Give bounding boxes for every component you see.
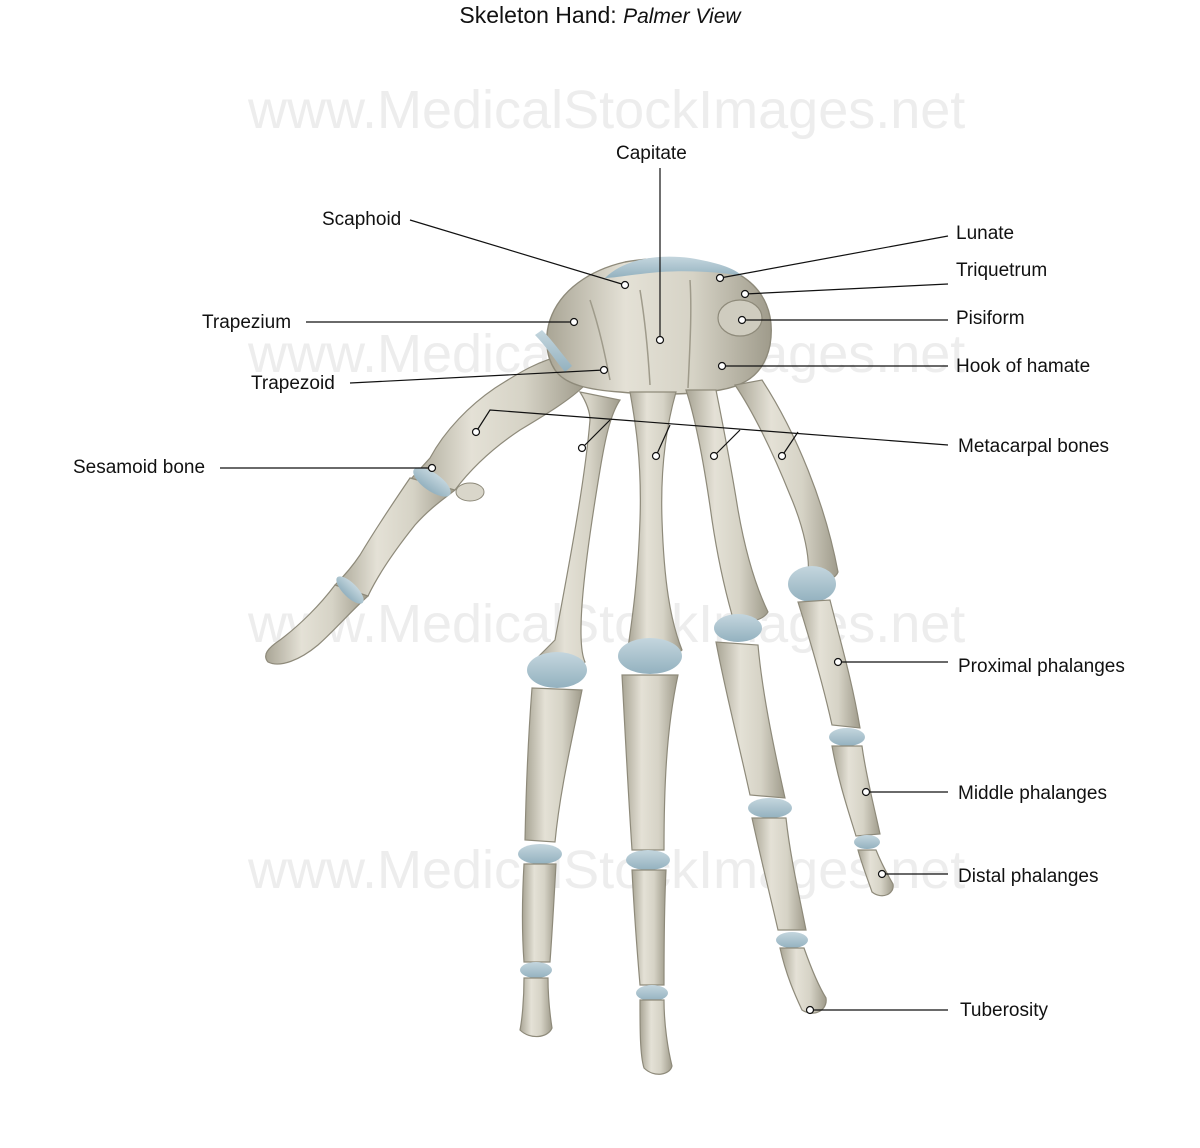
- pip-cartilage: [518, 728, 865, 870]
- carpal-bones: [535, 256, 772, 395]
- dot-metacarpal-little: [777, 451, 787, 461]
- leader-metacarpal-little: [781, 431, 799, 457]
- leader-metacarpal-index: [581, 419, 611, 449]
- cartilage-dip-little: [854, 835, 880, 849]
- dot-trapezium: [569, 317, 579, 327]
- leader-lines: [220, 168, 949, 1011]
- proximal-phalanx-index: [524, 687, 583, 843]
- leader-lunate: [719, 235, 949, 279]
- thumb-bones: [265, 354, 586, 665]
- leader-metacarpal-ring: [713, 429, 741, 457]
- proximal-phalanx-shapes: [524, 599, 861, 851]
- distal-phalanx-little: [857, 849, 894, 897]
- middle-phalanx-shapes: [521, 745, 881, 986]
- trapezium-cartilage: [535, 330, 572, 372]
- leader-scaphoid: [409, 219, 626, 286]
- title-main: Skeleton Hand:: [459, 2, 617, 28]
- middle-phalanx-middle: [631, 869, 667, 986]
- watermark-group: www.MedicalStockImages.net www.MedicalSt…: [247, 80, 965, 900]
- watermark-4: www.MedicalStockImages.net: [247, 840, 965, 900]
- cartilage-dip-middle: [636, 985, 668, 1001]
- metacarpal-shapes: [533, 379, 839, 668]
- metacarpal-little: [733, 379, 839, 582]
- dot-distal-phalanges: [877, 869, 887, 879]
- metacarpal-ring: [685, 389, 769, 622]
- leader-triquetrum: [744, 283, 949, 295]
- cartilage-mcp-middle: [618, 638, 682, 674]
- label-proximal-phalanges: Proximal phalanges: [958, 656, 1125, 677]
- carpal-seam-2: [687, 279, 692, 389]
- label-trapezoid: Trapezoid: [251, 373, 335, 394]
- title-sub: Palmer View: [623, 5, 741, 28]
- leader-metacarpal-bones: [475, 409, 949, 446]
- thumb-cartilage-mcp: [413, 467, 451, 497]
- thumb-proximal-phalanx: [334, 477, 457, 600]
- distal-phalanx-shapes: [519, 849, 894, 1075]
- label-lunate: Lunate: [956, 223, 1015, 244]
- carpal-cluster: [546, 257, 772, 395]
- dip-cartilage: [520, 835, 880, 1001]
- watermark-1: www.MedicalStockImages.net: [247, 80, 965, 140]
- distal-phalanx-middle: [639, 999, 673, 1075]
- sesamoid-bone-shape: [455, 482, 485, 502]
- proximal-phalanx-little: [797, 599, 861, 729]
- middle-phalanx-little: [831, 745, 881, 837]
- cartilage-dip-ring: [776, 932, 808, 948]
- dot-sesamoid-bone: [427, 463, 437, 473]
- label-hook-of-hamate: Hook of hamate: [956, 356, 1091, 377]
- cartilage-pip-little: [829, 728, 865, 746]
- label-metacarpal-bones: Metacarpal bones: [958, 436, 1110, 457]
- cartilage-mcp-index: [527, 652, 587, 688]
- thumb-distal-phalanx: [265, 584, 370, 665]
- dot-metacarpal-ring: [709, 451, 719, 461]
- dot-tuberosity: [805, 1005, 815, 1015]
- carpal-cartilage-top: [605, 256, 742, 278]
- dot-trapezoid: [599, 365, 609, 375]
- middle-phalanx-ring: [751, 817, 807, 931]
- dot-metacarpal-thumb: [471, 427, 481, 437]
- proximal-phalanx-ring: [715, 641, 786, 799]
- leader-metacarpal-middle: [655, 424, 671, 457]
- cartilage-pip-ring: [748, 798, 792, 818]
- carpal-seam-1: [639, 289, 651, 386]
- dot-middle-phalanges: [861, 787, 871, 797]
- cartilage-pip-middle: [626, 850, 670, 870]
- dot-pisiform: [737, 315, 747, 325]
- distal-phalanx-index: [519, 977, 553, 1038]
- distal-phalanx-ring: [779, 947, 827, 1014]
- label-triquetrum: Triquetrum: [956, 260, 1048, 281]
- dot-hook-of-hamate: [717, 361, 727, 371]
- dot-metacarpal-middle: [651, 451, 661, 461]
- label-pisiform: Pisiform: [956, 308, 1025, 329]
- dot-triquetrum: [740, 289, 750, 299]
- cartilage-dip-index: [520, 962, 552, 978]
- dot-proximal-phalanges: [833, 657, 843, 667]
- diagram-title: Skeleton Hand: Palmer View: [0, 2, 1200, 29]
- pointer-dots: [427, 273, 887, 1015]
- proximal-phalanx-middle: [621, 674, 679, 851]
- cartilage-mcp-ring: [714, 614, 762, 642]
- carpal-seam-3: [589, 299, 611, 381]
- cartilage-mcp-little: [788, 566, 836, 602]
- watermark-3: www.MedicalStockImages.net: [247, 594, 965, 654]
- label-middle-phalanges: Middle phalanges: [958, 783, 1107, 804]
- mcp-cartilage: [527, 566, 836, 688]
- cartilage-pip-index: [518, 844, 562, 864]
- thumb-cartilage-ip: [336, 576, 364, 604]
- label-tuberosity: Tuberosity: [960, 1000, 1048, 1021]
- dot-capitate: [655, 335, 665, 345]
- label-distal-phalanges: Distal phalanges: [958, 866, 1099, 887]
- dot-metacarpal-index: [577, 443, 587, 453]
- dot-scaphoid: [620, 280, 630, 290]
- dot-lunate: [715, 273, 725, 283]
- leader-trapezoid: [349, 369, 605, 384]
- middle-phalanx-index: [521, 863, 557, 963]
- label-sesamoid-bone: Sesamoid bone: [73, 457, 206, 478]
- label-capitate: Capitate: [616, 143, 687, 164]
- label-trapezium: Trapezium: [202, 312, 292, 333]
- label-scaphoid: Scaphoid: [322, 209, 402, 230]
